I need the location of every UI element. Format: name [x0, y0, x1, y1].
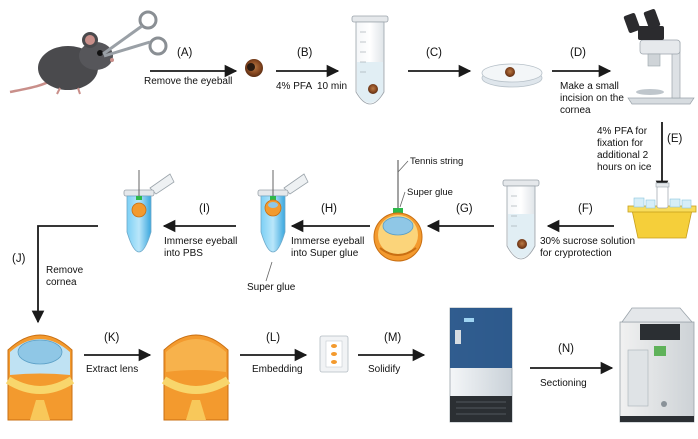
label-tennis-string: Tennis string: [410, 156, 463, 167]
pbs-tube-icon: [123, 170, 175, 253]
embedding-mold-icon: [319, 335, 349, 373]
microscope-icon: [623, 9, 695, 105]
step-a-letter: (A): [177, 47, 193, 59]
step-j-caption-1: Remove: [46, 265, 84, 276]
super-glue-tube-icon: [257, 170, 309, 253]
step-k-letter: (K): [104, 332, 120, 344]
glue-dot: [393, 208, 403, 214]
step-b-caption-right: 10 min: [317, 81, 347, 92]
step-b-letter: (B): [297, 47, 313, 59]
step-f-letter: (F): [578, 203, 593, 215]
step-e-caption-4: hours on ice: [597, 162, 652, 173]
label-super-glue-top: Super glue: [407, 187, 453, 198]
step-e-caption-2: fixation for: [597, 138, 644, 149]
label-super-glue-tube: Super glue: [247, 282, 296, 293]
glued-eyeball-icon: [373, 160, 423, 262]
step-d-caption-1: Make a small: [560, 81, 619, 92]
step-j-caption-2: cornea: [46, 277, 77, 288]
step-g-letter: (G): [456, 203, 473, 215]
step-h-caption-1: Immerse eyeball: [291, 236, 364, 247]
step-f-caption-1: 30% sucrose solution: [540, 236, 635, 247]
step-d-caption-2: incision on the: [560, 93, 624, 104]
eyeball-icon: [245, 59, 263, 77]
arrow-j: [31, 225, 98, 324]
step-l-letter: (L): [266, 332, 280, 344]
scissors-icon: [102, 10, 168, 58]
step-i-letter: (I): [199, 203, 210, 215]
step-h-caption-2: into Super glue: [291, 248, 359, 259]
step-l-caption: Embedding: [252, 364, 303, 375]
step-n-letter: (N): [558, 343, 574, 355]
mouse-eye: [97, 50, 103, 56]
step-k-caption: Extract lens: [86, 364, 138, 375]
step-m-caption: Solidify: [368, 364, 400, 375]
mouse-ear: [85, 35, 95, 45]
step-c-letter: (C): [426, 47, 442, 59]
eye-section-without-lens-icon: [161, 334, 231, 421]
step-i-caption-1: Immerse eyeball: [164, 236, 237, 247]
step-d-caption-3: cornea: [560, 105, 591, 116]
step-i-caption-2: into PBS: [164, 248, 203, 259]
eye-section-with-lens-icon: [5, 334, 75, 421]
step-f-caption-2: for cryprotection: [540, 248, 612, 259]
step-h-letter: (H): [321, 203, 337, 215]
pfa-tube-icon: [351, 15, 389, 105]
step-a-caption: Remove the eyeball: [144, 76, 232, 87]
mouse-head: [79, 42, 113, 70]
step-b-caption-left: 4% PFA: [276, 81, 312, 92]
ice-box-icon: [627, 182, 697, 239]
step-j-letter: (J): [12, 253, 26, 265]
step-n-caption: Sectioning: [540, 378, 587, 389]
mouse-illustration: [9, 32, 114, 95]
step-m-letter: (M): [384, 332, 401, 344]
cryostat-icon: [619, 307, 695, 423]
sucrose-tube-icon: [502, 179, 540, 260]
freezer-icon: [449, 307, 513, 423]
step-e-letter: (E): [667, 133, 683, 145]
step-e-caption-3: additional 2: [597, 150, 649, 161]
petri-dish-icon: [481, 63, 543, 88]
step-e-caption-1: 4% PFA for: [597, 126, 648, 137]
step-d-letter: (D): [570, 47, 586, 59]
